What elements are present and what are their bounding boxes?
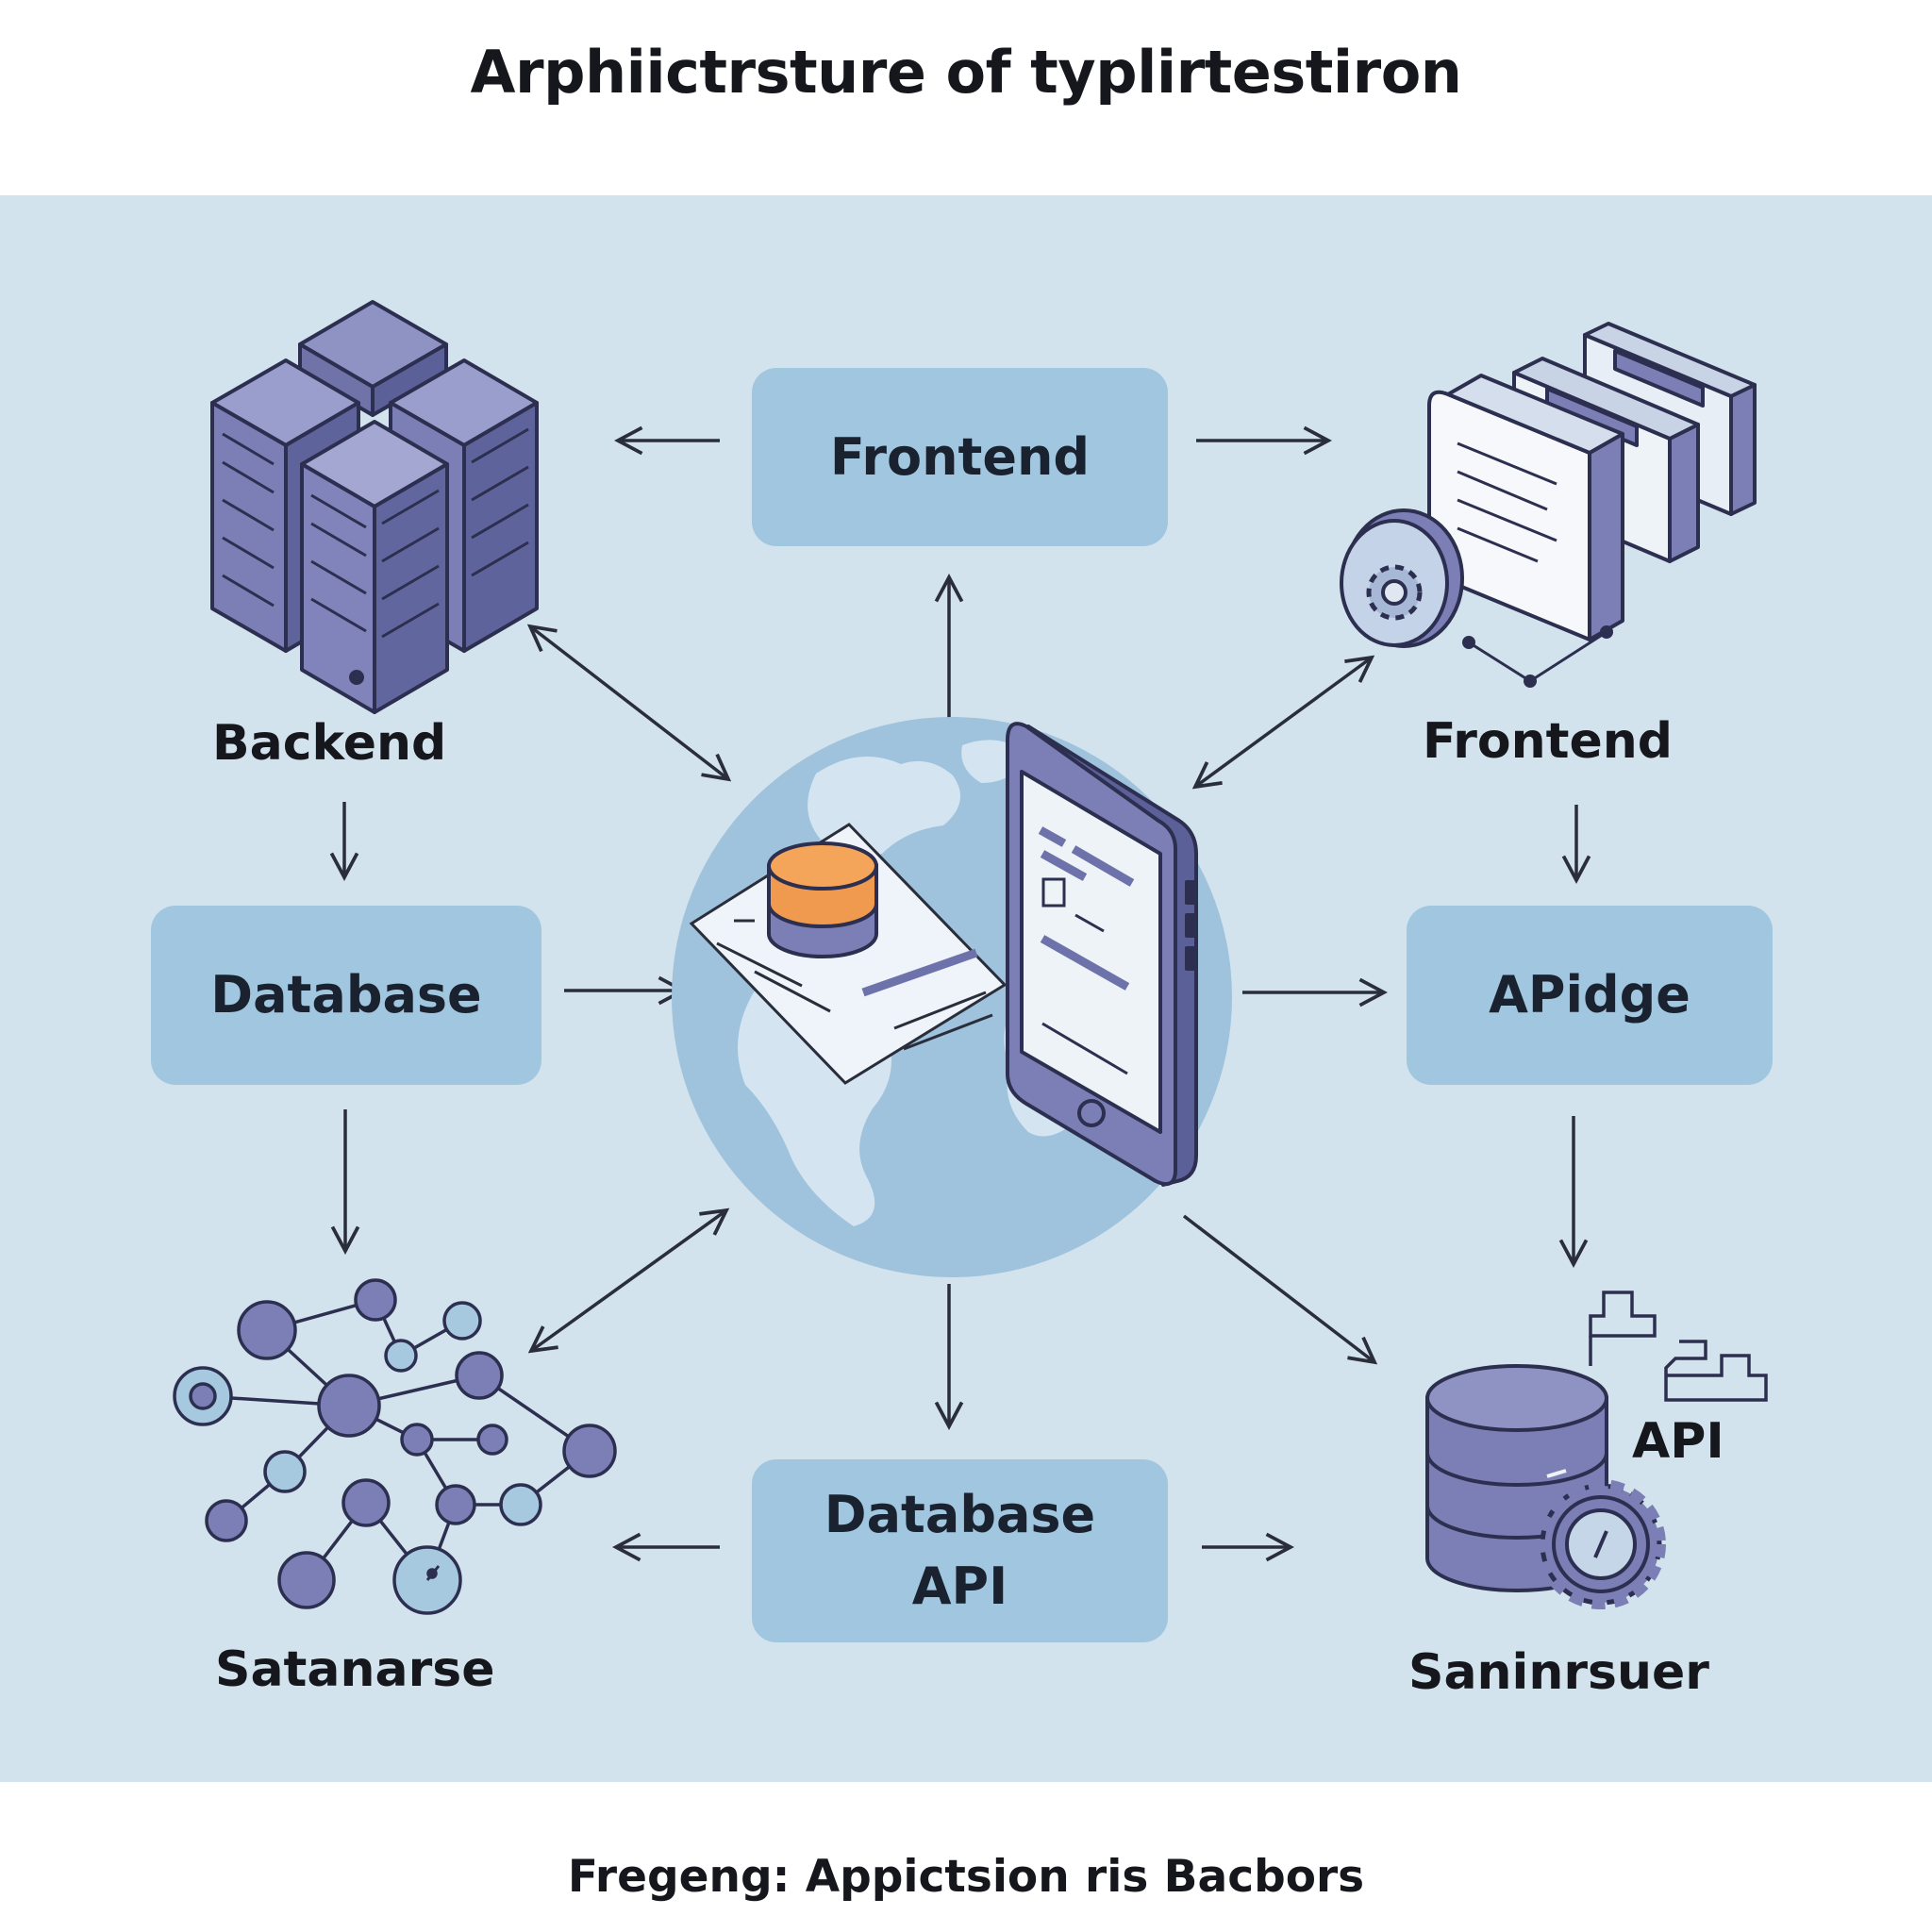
database-api-box-label-1: Database xyxy=(824,1485,1096,1545)
database-api-box-label-2: API xyxy=(911,1557,1008,1616)
satanarse-label: Satanarse xyxy=(215,1641,495,1698)
apidge-box[interactable]: APidge xyxy=(1407,906,1773,1085)
network-graph-icon xyxy=(173,1278,617,1615)
database-gear-icon xyxy=(1425,1291,1768,1609)
arrow-network-center xyxy=(527,1208,730,1354)
frontend-box-label: Frontend xyxy=(829,426,1091,487)
database-api-box[interactable]: Database API xyxy=(752,1459,1168,1642)
database-box[interactable]: Database xyxy=(151,906,541,1085)
globe-phone-icon xyxy=(672,717,1232,1277)
saninrsuer-label: Saninrsuer xyxy=(1408,1644,1709,1701)
figure-caption: Fregeng: Appictsion ris Bacbors xyxy=(567,1851,1365,1903)
arrow-storage-center xyxy=(1191,655,1375,790)
server-rack-icon xyxy=(210,300,539,714)
arrow-backend-center xyxy=(526,624,732,782)
page-title: Arphiictrsture of typlirtestiron xyxy=(470,38,1462,107)
database-box-label: Database xyxy=(210,965,482,1025)
api-label: API xyxy=(1632,1413,1724,1470)
frontend-label: Frontend xyxy=(1423,713,1673,770)
backend-label: Backend xyxy=(212,715,447,772)
arrow-center-to-dbgear xyxy=(1182,1214,1378,1365)
frontend-box[interactable]: Frontend xyxy=(752,368,1168,546)
storage-gear-icon xyxy=(1340,322,1757,688)
apidge-box-label: APidge xyxy=(1489,965,1690,1025)
